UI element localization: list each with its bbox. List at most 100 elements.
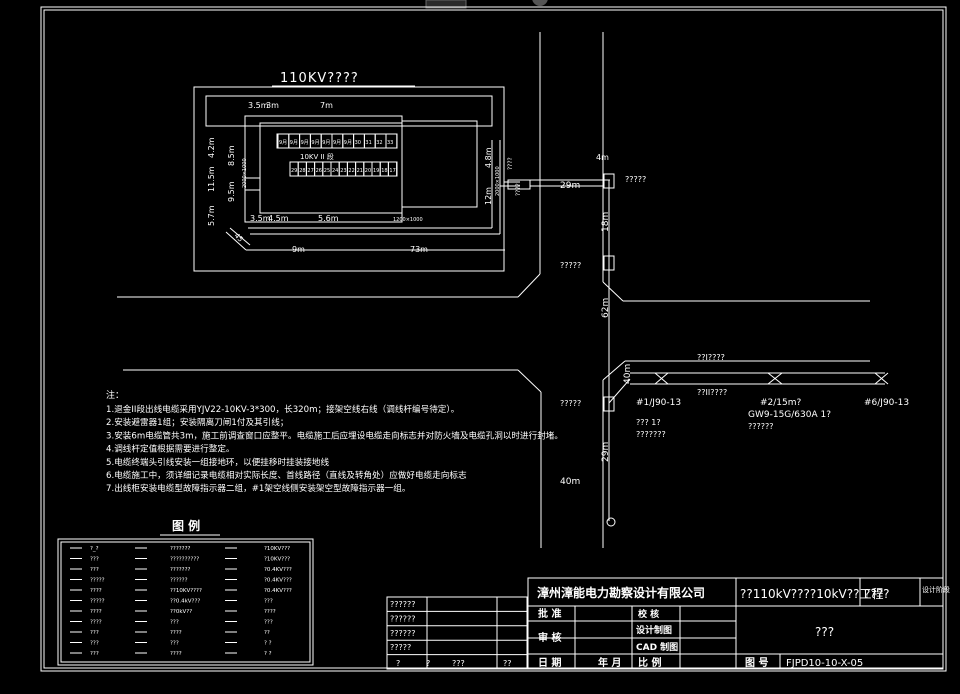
cabinet-label: 27 <box>307 168 313 174</box>
drawing-no: FJPD10-10-X-05 <box>786 658 863 669</box>
q-b-label: ??????? <box>636 430 666 439</box>
dim-7m: 7m <box>320 101 333 110</box>
cabinet-label: 29 <box>291 168 297 174</box>
switch-q-label: ?????? <box>748 422 773 431</box>
legend-label: ??0.4kV??? <box>170 599 200 605</box>
line-route: 29m 18m 62m 40m 29m 40m 4m ????? ????? ?… <box>530 153 909 527</box>
dim-8-5m: 8.5m <box>227 145 236 166</box>
notes-list: 1.退金II段出线电缆采用YJV22-10KV-3*300，长320m；接架空线… <box>106 403 563 494</box>
pole-2-label: #2/15m? <box>760 398 802 408</box>
cabinet-label: 9月 <box>333 140 341 146</box>
wall-label: ???? <box>507 157 514 170</box>
node-top-label: ????? <box>625 175 646 184</box>
legend-label: ??????? <box>170 567 191 573</box>
switch-label: GW9-15G/630A 1? <box>748 410 831 420</box>
revision-bottom-cell: ? <box>426 659 430 668</box>
company-name: 漳州漳能电力勘察设计有限公司 <box>537 585 705 600</box>
dim-9-5m: 9.5m <box>227 181 236 202</box>
switch-symbols <box>654 372 889 385</box>
cabinet-label: 21 <box>357 168 363 174</box>
legend-label: ???? <box>170 651 182 657</box>
pole-1-label: #1/J90-13 <box>636 398 681 408</box>
dim-73m: 73m <box>410 245 428 254</box>
substation-plan: 110KV???? 3.5m 3m 7m 4.2m 8.5m 11.5m 9.5… <box>193 71 531 272</box>
dim-4m: 4m <box>596 153 609 162</box>
cabinet-label: 20 <box>365 168 371 174</box>
legend-label: ???? <box>90 588 102 594</box>
cabinet-side-label: 2000×1000 <box>242 158 248 188</box>
dim-9m: 9m <box>292 245 305 254</box>
q-a-label: ??? 1? <box>636 418 661 427</box>
legend-label: ? ? <box>264 651 272 657</box>
roads <box>117 32 870 548</box>
cabinet-cell <box>387 161 398 177</box>
review-label: 审 核 <box>538 631 561 644</box>
cabinet-label: 9月 <box>322 140 330 146</box>
dim-3m: 3m <box>266 101 279 110</box>
cabinet-cell <box>385 133 398 149</box>
pole-node-top <box>603 173 615 189</box>
legend-rows: ?_??????????????????????????????????????… <box>70 546 292 657</box>
legend-label: ??10KV???? <box>170 588 202 594</box>
notes-head: 注： <box>106 389 124 401</box>
revision-cell: ?????? <box>390 600 415 609</box>
note-item: 1.退金II段出线电缆采用YJV22-10KV-3*300，长320m；接架空线… <box>106 403 459 415</box>
notes: 注： 1.退金II段出线电缆采用YJV22-10KV-3*300，长320m；接… <box>106 389 563 494</box>
legend-label: ?_? <box>90 546 99 552</box>
substation-title: 110KV???? <box>280 71 359 86</box>
dim-12m: 12m <box>484 187 493 205</box>
legend-label: ?10KV??? <box>264 546 290 552</box>
cabinet-label: 19 <box>373 168 379 174</box>
project-name: ??110kV????10kV??工程 <box>740 586 883 601</box>
legend-label: ????? <box>90 599 105 605</box>
revision-cell: ?????? <box>390 614 415 623</box>
legend-label: ?????? <box>170 578 188 584</box>
revision-bottom-cell: ??? <box>452 659 465 668</box>
drawing-title: ??? <box>815 625 834 639</box>
cabinet-label: 30 <box>355 140 361 146</box>
cabinet-label: 24 <box>332 168 338 174</box>
legend-label: ??? <box>90 630 99 636</box>
legend-label: ??? <box>264 599 273 605</box>
legend-label: ?0.4KV??? <box>264 588 292 594</box>
dim-4-5m: 4.5m <box>268 214 289 223</box>
note-item: 2.安装避雷器1组；安装隔离刀闸1付及其引线； <box>106 416 288 428</box>
dim-3-5m-b: 3.5m <box>250 214 271 223</box>
dim-40m-bot: 40m <box>560 477 580 487</box>
revision-cell: ?????? <box>390 629 415 638</box>
legend-label: ???? <box>90 609 102 615</box>
dim-4-2m: 4.2m <box>207 137 216 158</box>
legend-label: ??? <box>90 557 99 563</box>
dim-18m: 18m <box>601 212 611 232</box>
legend-label: ??????? <box>170 546 191 552</box>
legend-label: ???? <box>90 620 102 626</box>
line-top-label: ??I???? <box>697 353 725 362</box>
legend-label: ??? <box>170 641 179 647</box>
cabinet-label: 26 <box>316 168 322 174</box>
cabinet-label: 33 <box>387 140 393 146</box>
cabinet-label: 32 <box>376 140 382 146</box>
pole-6-label: #6/J90-13 <box>864 398 909 408</box>
toolbar-icon[interactable] <box>532 0 548 6</box>
title-block: 漳州漳能电力勘察设计有限公司 ??110kV????10kV??工程 ???? … <box>527 577 950 670</box>
design-label: 设计制图 <box>636 624 672 636</box>
note-item: 7.出线柜安装电缆型故障指示器二组，#1架空线侧安装架空型故障指示器一组。 <box>106 482 410 494</box>
revision-bottom-cell: ? <box>396 659 400 668</box>
legend-label: ???? <box>264 609 276 615</box>
legend-label: ? ? <box>264 641 272 647</box>
drawing-no-label: 图 号 <box>745 657 768 669</box>
legend-label: ?10KV??? <box>264 557 290 563</box>
legend-label: ?? <box>264 630 270 636</box>
legend-label: ???? <box>170 630 182 636</box>
node-low-label: ????? <box>560 399 581 408</box>
legend-label: ?????????? <box>170 557 199 563</box>
legend-label: ????? <box>90 578 105 584</box>
dim-29m-bot: 29m <box>601 442 611 462</box>
dim-29m-top: 29m <box>560 181 580 191</box>
toolbar-button[interactable] <box>425 0 467 9</box>
dim-5-7m: 5.7m <box>207 205 216 226</box>
cabinet-label: 9月 <box>290 140 298 146</box>
